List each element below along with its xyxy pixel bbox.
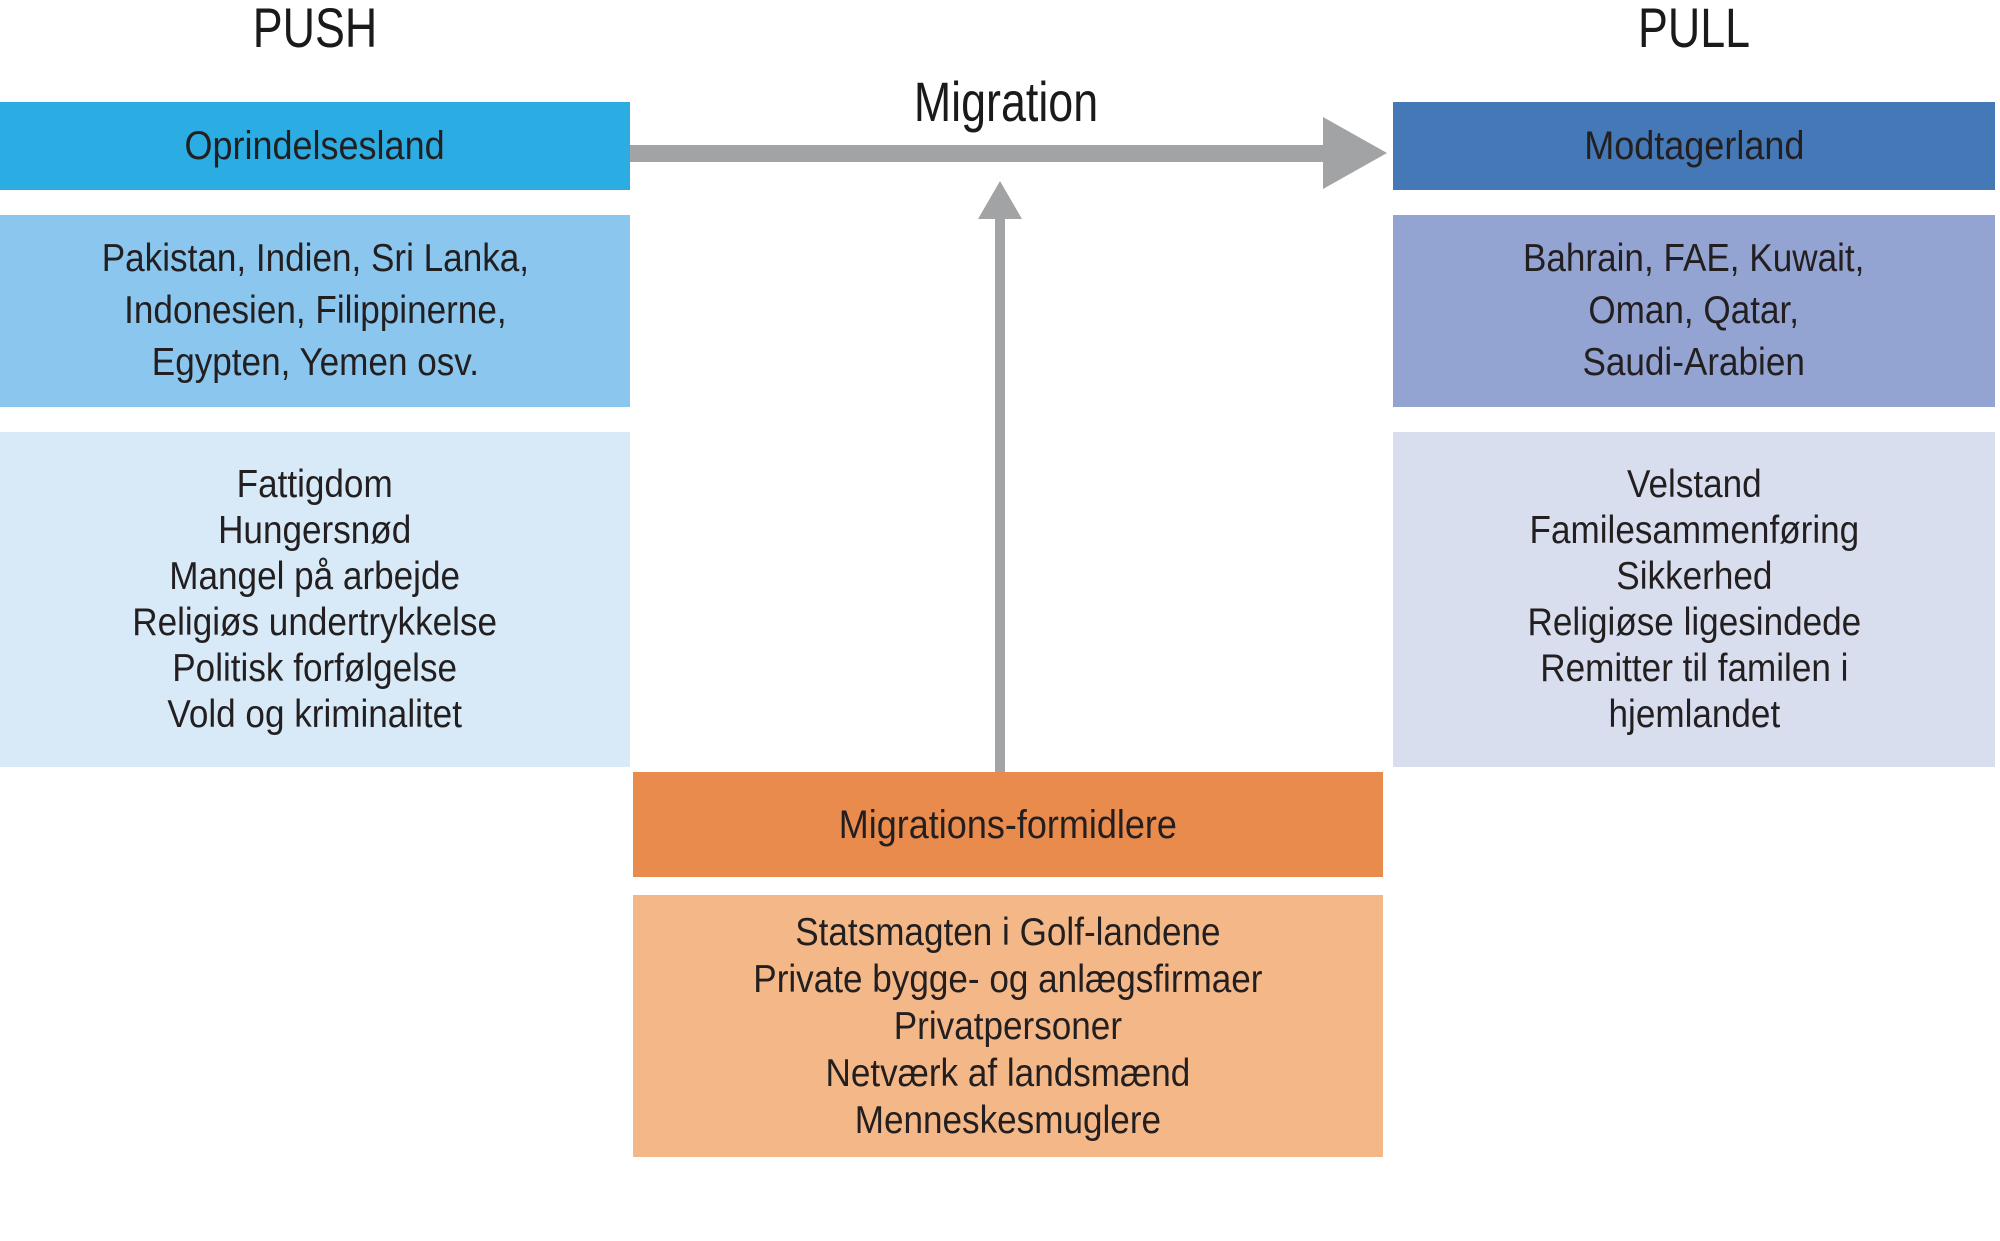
migration-broker-actor: Statsmagten i Golf-landene (795, 910, 1221, 954)
destination-countries-line: Saudi-Arabien (1582, 341, 1806, 384)
broker-arrow-head-icon (978, 181, 1022, 219)
migration-broker-actor: Private bygge- og anlægsfirmaer (753, 957, 1263, 1001)
push-factor: Fattigdom (236, 462, 394, 506)
pull-heading-text: PULL (1637, 0, 1751, 59)
push-heading: PUSH (0, 0, 630, 56)
migration-broker-actor: Netværk af landsmænd (825, 1051, 1191, 1095)
migration-broker-actor: Privatpersoner (893, 1004, 1123, 1048)
origin-countries-box: Pakistan, Indien, Sri Lanka, Indonesien,… (0, 215, 630, 407)
migration-arrow-head-icon (1323, 117, 1387, 189)
origin-countries-line: Indonesien, Filippinerne, (123, 289, 507, 332)
destination-countries-line: Oman, Qatar, (1588, 289, 1800, 332)
push-factor: Vold og kriminalitet (167, 692, 463, 736)
push-factor: Hungersnød (218, 508, 412, 552)
origin-countries-line: Pakistan, Indien, Sri Lanka, (101, 237, 529, 280)
pull-factor: Remitter til familen i (1539, 646, 1849, 690)
push-factor: Religiøs undertrykkelse (132, 600, 498, 644)
destination-countries-box: Bahrain, FAE, Kuwait, Oman, Qatar, Saudi… (1393, 215, 1995, 407)
origin-countries-line: Egypten, Yemen osv. (151, 341, 479, 384)
pull-heading: PULL (1393, 0, 1995, 56)
pull-factor: Familesammenføring (1529, 508, 1859, 552)
pull-factor: Velstand (1626, 462, 1762, 506)
migration-broker-actor: Menneskesmuglere (854, 1098, 1162, 1142)
push-heading-text: PUSH (252, 0, 378, 59)
origin-country-header-label: Oprindelsesland (184, 124, 446, 168)
pull-factor: Sikkerhed (1615, 554, 1773, 598)
push-factors-box: Fattigdom Hungersnød Mangel på arbejde R… (0, 432, 630, 767)
migration-arrow-label: Migration (806, 74, 1206, 130)
pull-factor: Religiøse ligesindede (1527, 600, 1861, 644)
migration-brokers-header-label: Migrations-formidlere (838, 802, 1178, 847)
push-factor: Politisk forfølgelse (172, 646, 458, 690)
migration-brokers-list-box: Statsmagten i Golf-landene Private bygge… (633, 895, 1383, 1157)
destination-country-header-box: Modtagerland (1393, 102, 1995, 190)
migration-brokers-header-box: Migrations-formidlere (633, 772, 1383, 877)
broker-arrow-shaft (995, 216, 1005, 772)
destination-countries-line: Bahrain, FAE, Kuwait, (1523, 237, 1865, 280)
pull-factors-box: Velstand Familesammenføring Sikkerhed Re… (1393, 432, 1995, 767)
destination-country-header-label: Modtagerland (1583, 124, 1805, 168)
pull-factor: hjemlandet (1608, 692, 1780, 736)
origin-country-header-box: Oprindelsesland (0, 102, 630, 190)
migration-arrow-label-text: Migration (913, 70, 1099, 133)
push-factor: Mangel på arbejde (169, 554, 461, 598)
migration-arrow-shaft (630, 145, 1325, 162)
